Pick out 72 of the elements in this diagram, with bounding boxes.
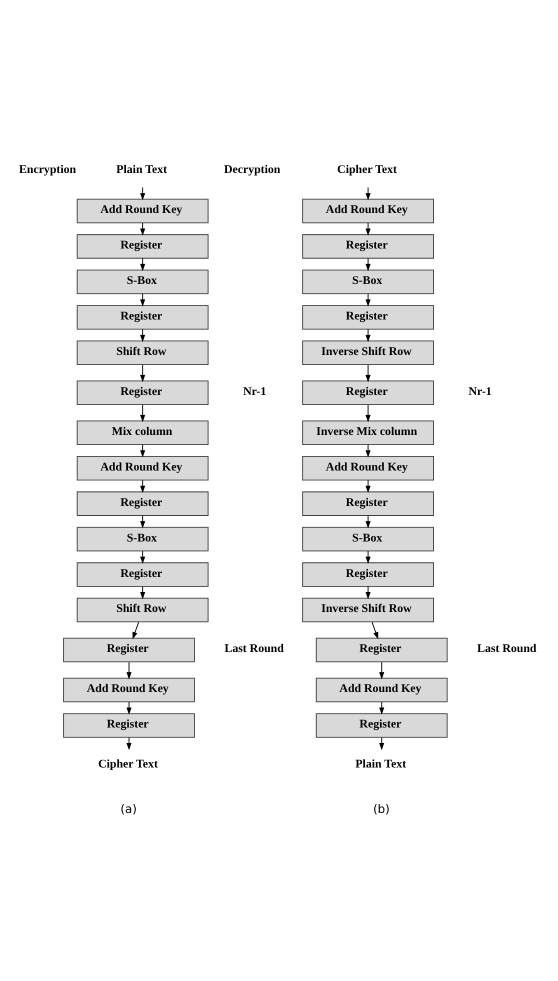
node-box: Register [76,234,209,259]
node-box: Register [316,638,448,662]
node-box: Add Round Key [302,198,434,224]
node-box: Shift Row [76,598,209,622]
node-box: Register [302,380,434,406]
arrow [366,186,371,200]
node-box: Shift Row [76,340,209,366]
arrow [366,404,371,422]
node-box: Register [76,562,209,587]
arrow [366,364,371,382]
node-box: Inverse Mix column [302,420,434,446]
node-box: Mix column [76,420,209,446]
node-box: Register [302,562,434,587]
node-box: Register [76,491,209,516]
arrow [366,586,371,600]
node-box: S-Box [302,270,434,294]
arrow [140,444,146,458]
node-box: Register [63,638,195,662]
node-box: S-Box [76,270,209,294]
node-box: S-Box [76,526,209,552]
node-box: Add Round Key [76,456,209,480]
arrow [366,293,371,307]
node-box: Inverse Shift Row [302,340,434,366]
arrow [140,328,146,342]
label: Nr-1 [468,384,492,398]
label: Nr-1 [243,384,266,398]
arrow [126,662,132,680]
arrow [140,480,146,493]
arrow [140,186,146,200]
node-box: Inverse Shift Row [302,598,434,622]
node-box: Register [316,713,448,738]
node-box: Register [302,305,434,330]
node-box: Register [302,491,434,516]
node-box: Register [76,380,209,406]
arrow [366,480,371,493]
arrow [140,222,146,236]
arrow [140,586,146,600]
arrow [126,702,132,715]
arrow [372,622,378,640]
arrow [140,364,146,382]
arrow [366,550,371,564]
arrow [140,258,146,272]
label: Last Round [224,641,284,656]
node-box: Add Round Key [316,678,448,702]
arrow [140,293,146,307]
arrow [140,550,146,564]
arrow [140,515,146,528]
label: Decryption [224,162,280,176]
arrow [366,328,371,342]
node-box: Register [76,305,209,330]
label: (a) [120,802,137,816]
label: (b) [373,802,390,816]
node-box: Add Round Key [76,198,209,224]
arrow [132,622,140,640]
node-box: S-Box [302,526,434,552]
arrow [379,662,384,680]
node-box: Register [302,234,434,259]
node-box: Add Round Key [302,456,434,480]
node-text: Cipher Text [337,162,397,176]
arrow [140,404,146,422]
arrow [366,258,371,272]
label: Last Round [477,641,536,656]
node-text: Cipher Text [98,756,158,771]
arrow [366,222,371,236]
arrow [126,737,132,750]
node-box: Add Round Key [63,678,195,702]
node-text: Plain Text [116,162,168,176]
node-text: Plain Text [355,756,406,771]
node-box: Register [63,713,195,738]
arrow [366,515,371,528]
arrow [366,444,371,458]
label: Encryption [19,162,76,176]
